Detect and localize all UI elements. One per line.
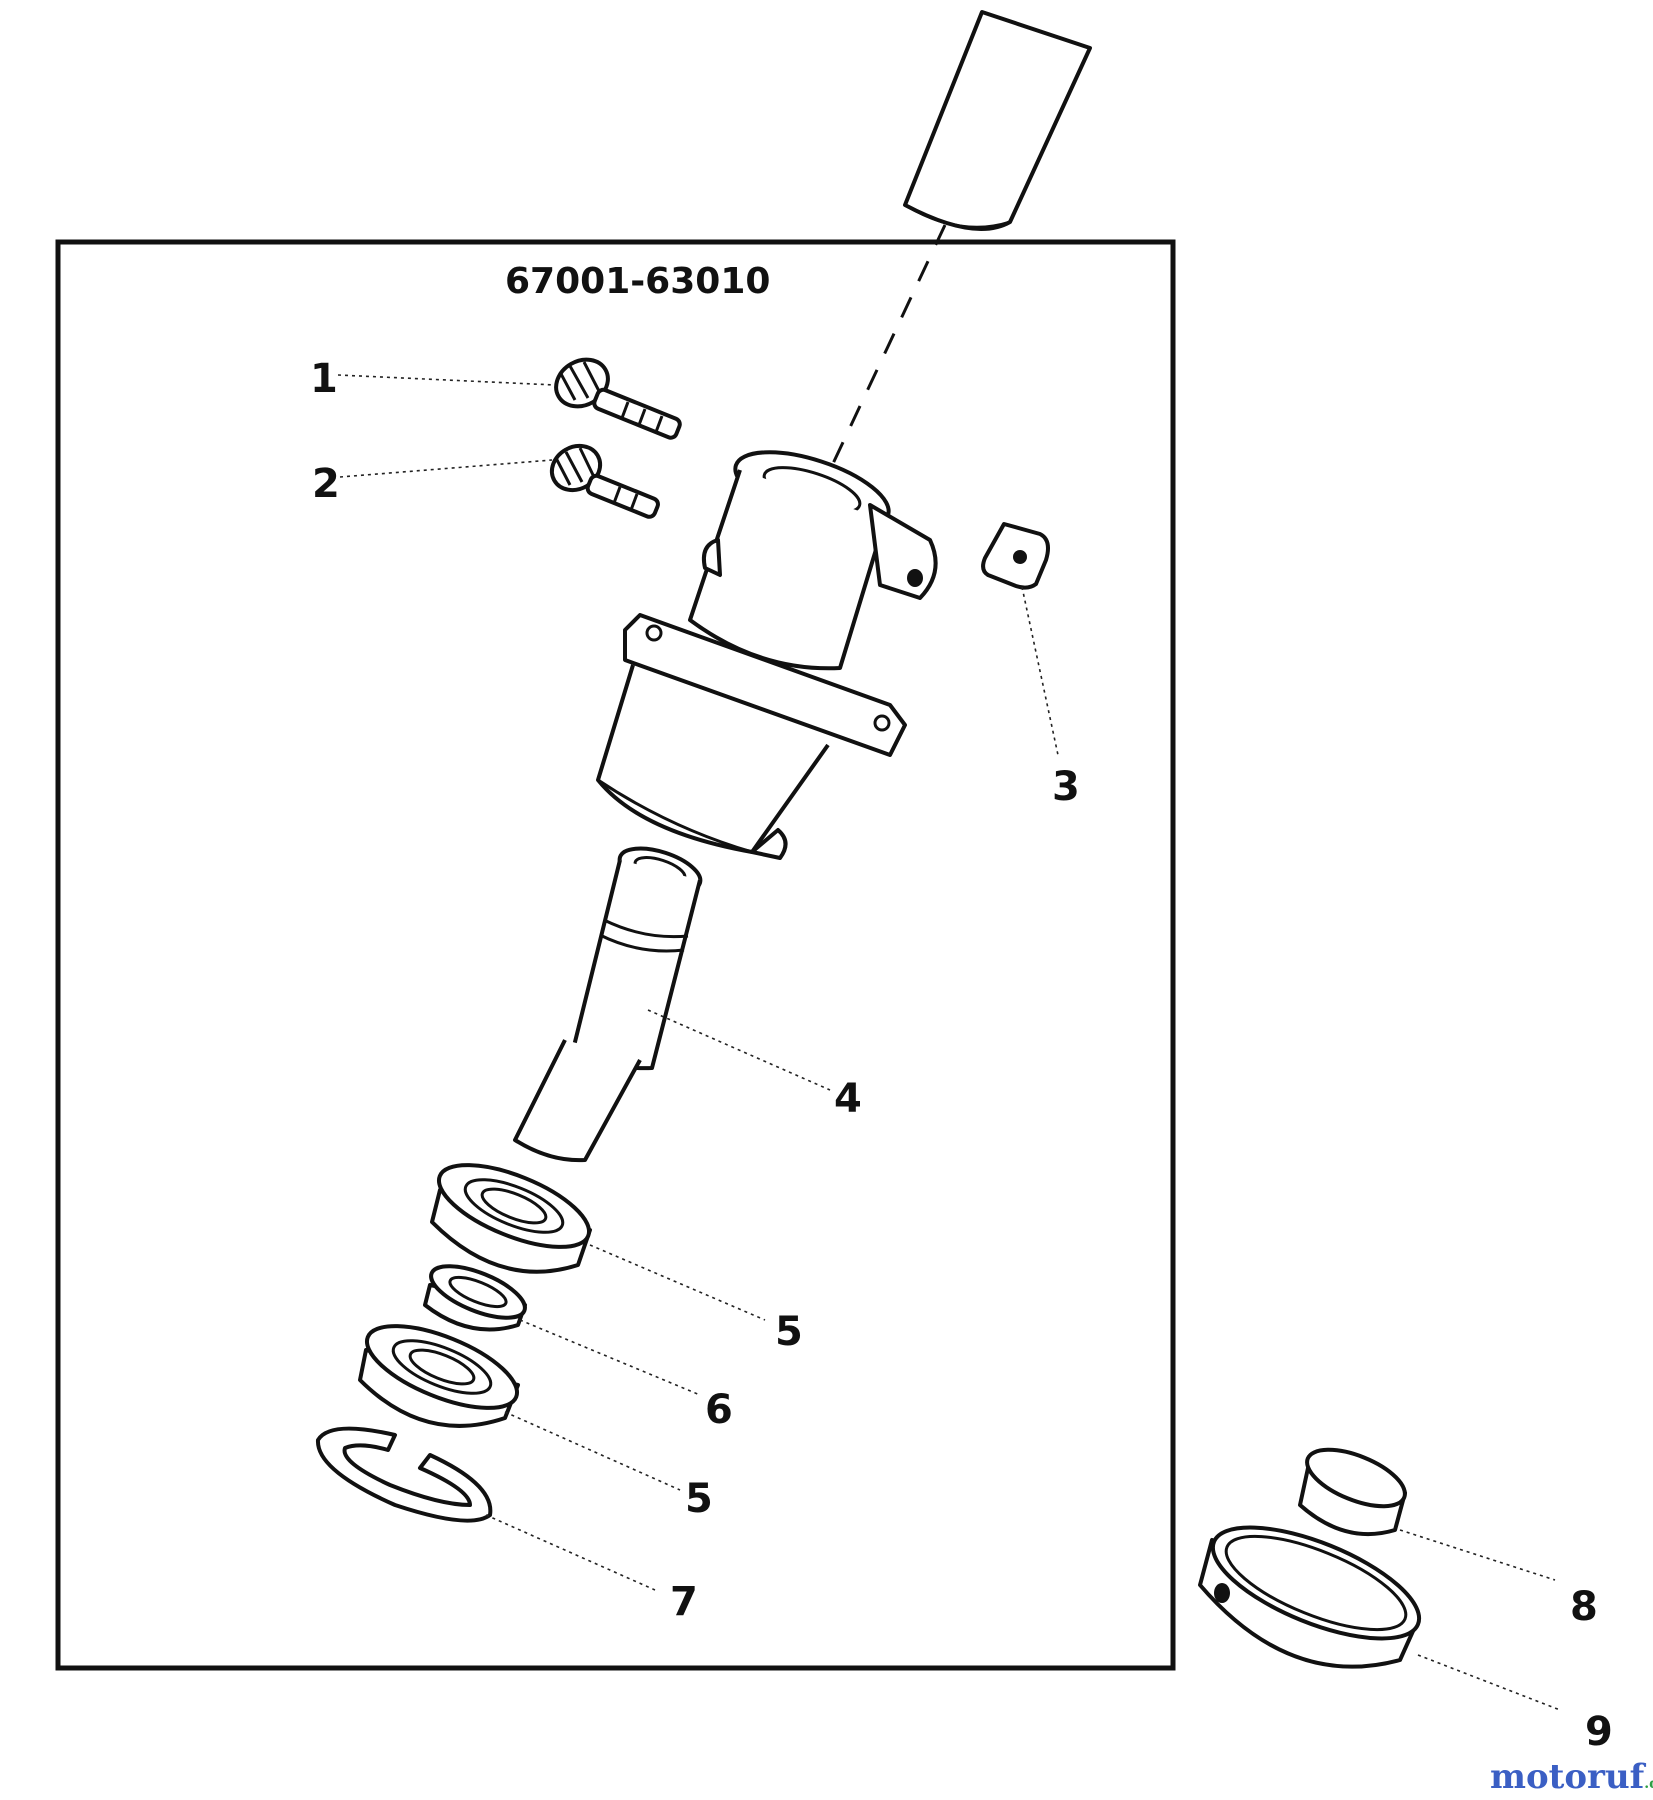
- callout-9: 9: [1585, 1709, 1613, 1755]
- part-5-bearing-lower: [358, 1324, 520, 1428]
- callout-1: 1: [310, 356, 338, 402]
- watermark: motoruf.de: [1490, 1757, 1653, 1797]
- callout-3: 3: [1052, 764, 1080, 810]
- callout-6: 6: [705, 1387, 733, 1433]
- part-6-spacer: [423, 1264, 527, 1332]
- assembly-part-number: 67001-63010: [505, 261, 770, 302]
- part-4-spindle: [513, 846, 703, 1163]
- callout-5-upper: 5: [775, 1309, 803, 1355]
- callout-8: 8: [1570, 1584, 1598, 1630]
- callout-7: 7: [670, 1579, 698, 1625]
- svg-text:motoruf.de: motoruf.de: [1490, 1757, 1653, 1797]
- watermark-tld: .de: [1644, 1776, 1653, 1792]
- callout-2: 2: [312, 461, 340, 507]
- callout-4: 4: [834, 1076, 862, 1122]
- part-3-nut: [981, 522, 1050, 590]
- part-8-sleeve: [1298, 1447, 1407, 1537]
- part-5-bearing-upper: [430, 1163, 592, 1274]
- callout-5-lower: 5: [685, 1476, 713, 1522]
- watermark-brand: motoruf: [1490, 1757, 1647, 1797]
- part-9-ring: [1198, 1525, 1422, 1669]
- part-2-screw: [549, 443, 660, 519]
- assembly-frame: [55, 239, 1176, 1671]
- drive-tube: [828, 10, 1092, 471]
- leader-lines: [337, 374, 1561, 1711]
- gear-housing: [596, 450, 938, 860]
- part-7-circlip: [315, 1426, 493, 1523]
- part-1-screw: [554, 357, 682, 440]
